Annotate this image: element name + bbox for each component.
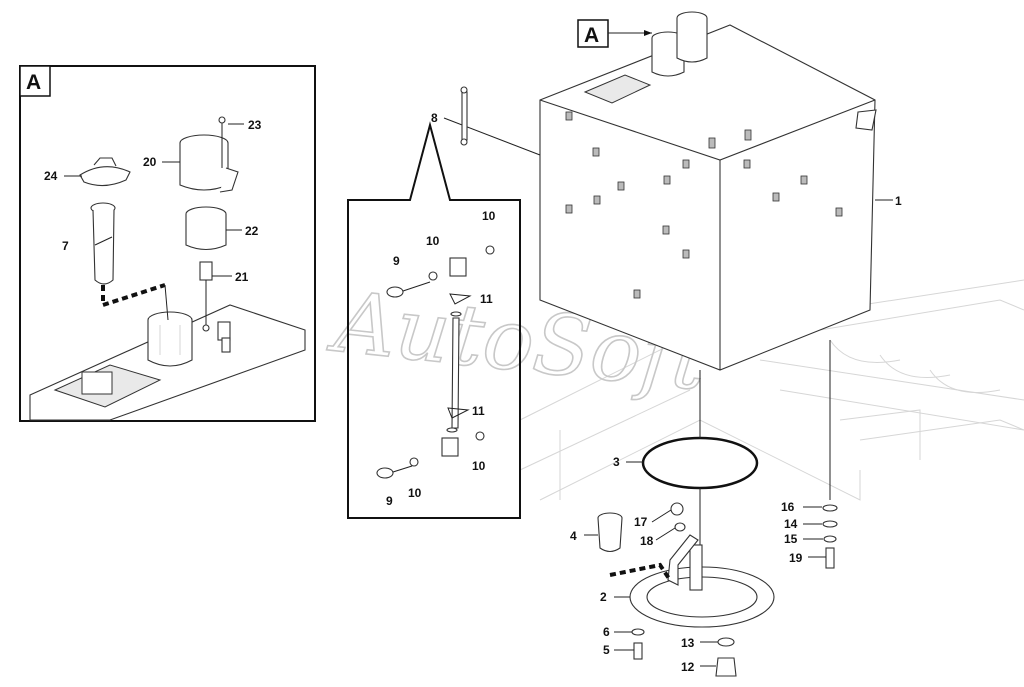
callout-19: 19 xyxy=(789,551,803,565)
callout-18: 18 xyxy=(640,534,654,548)
callout-22: 22 xyxy=(245,224,259,238)
detail-view-a: A xyxy=(19,65,316,422)
callout-10-b: 10 xyxy=(482,209,496,223)
suction-flange xyxy=(609,534,775,628)
callout-11-upper: 11 xyxy=(480,292,493,306)
callout-3: 3 xyxy=(613,455,620,469)
callout-15: 15 xyxy=(784,532,798,546)
callout-2: 2 xyxy=(600,590,607,604)
detail-reference-a: A xyxy=(577,19,652,48)
callout-17: 17 xyxy=(634,515,648,529)
tank-bolt-heads xyxy=(565,111,843,299)
callout-16: 16 xyxy=(781,500,795,514)
callout-6: 6 xyxy=(603,625,610,639)
callout-12: 12 xyxy=(681,660,695,674)
callout-8: 8 xyxy=(431,111,438,125)
fitting-parts xyxy=(651,502,686,541)
chassis-frame xyxy=(519,279,1024,501)
callout-20: 20 xyxy=(143,155,157,169)
callout-5: 5 xyxy=(603,643,610,657)
callout-10-c: 10 xyxy=(472,459,486,473)
callout-13: 13 xyxy=(681,636,695,650)
callout-9-upper: 9 xyxy=(393,254,400,268)
callout-9-lower: 9 xyxy=(386,494,393,508)
callout-14: 14 xyxy=(784,517,798,531)
callout-1: 1 xyxy=(895,194,902,208)
hydraulic-tank xyxy=(539,11,893,371)
callout-10-a: 10 xyxy=(426,234,440,248)
callout-4: 4 xyxy=(570,529,577,543)
detail-label-reference: A xyxy=(584,24,599,47)
callout-21: 21 xyxy=(235,270,249,284)
callout-11-lower: 11 xyxy=(472,404,485,418)
mounting-hardware-bottom xyxy=(614,628,737,677)
callout-7: 7 xyxy=(62,239,69,253)
detail-label-box: A xyxy=(26,71,41,94)
callout-24: 24 xyxy=(44,169,58,183)
strainer xyxy=(584,512,623,553)
detail-view-8 xyxy=(347,86,541,519)
callout-10-d: 10 xyxy=(408,486,422,500)
callout-23: 23 xyxy=(248,118,262,132)
mounting-hardware-right xyxy=(803,340,838,569)
